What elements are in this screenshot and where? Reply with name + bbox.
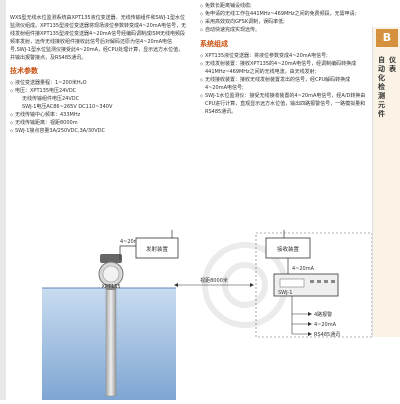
feature-item: 自动快速完成实现远传。 [200,26,368,34]
left-margin-strip [0,0,6,400]
left-column: WXS型无线水位监测系统由XPT135液位变送器、无线传输组件和SWJ-1型水位… [10,14,188,135]
monitor-label: SWJ-1 [278,290,292,296]
transmitter-label: 发射装置 [146,245,169,253]
system-item: 无线接收装置：接收无线发射装置发出的信号，经CPU解码转换成4~20mA电信号; [200,76,368,92]
tech-item: SWJ-1接点容量3A/250VDC,3A/30VDC [10,127,188,135]
right-column: 免数长距离铺设线缆;免申请的无线工作在441MHz~469MHz之间的免费频段，… [200,2,368,116]
tech-item: 无线传输中心频率：433MHz [10,111,188,119]
section-tab: B [376,29,398,47]
system-heading: 系统组成 [200,40,228,48]
feature-list: 免数长距离铺设线缆;免申请的无线工作在441MHz~469MHz之间的免费频段，… [200,2,368,34]
xpt135-sensor-icon [98,254,124,290]
receiver-antenna-icon [281,225,287,238]
output-rs485-label: RS485通讯 [314,331,340,338]
label-4-20-right: 4~20mA [292,266,315,272]
tech-item: 无线传输组件电压24VDC [22,96,80,102]
transmitter-box [135,237,179,259]
feature-item: 采用高效双向GFSK调制，误码率低; [200,18,368,26]
transmitter-antenna-icon [169,225,175,238]
swj1-monitor [273,273,339,297]
sensor-probe [105,281,117,397]
label-4-20-left: 4~20mA [120,239,143,245]
feature-item: 免数长距离铺设线缆; [200,2,368,10]
sensor-label: XPT135 [101,284,120,290]
tech-list: 液位变送器量程：1~200米H₂O电压：XPT135电压24VDC无线传输组件电… [10,79,188,135]
tech-item: 电压：XPT135电压24VDC [10,87,188,95]
distance-label: 视距8000米 [200,277,228,284]
system-diagram: XPT135 4~20mA 发射装置 接收装置 4~20mA [0,225,373,400]
output-alarm-label: 4路报警 [314,311,332,318]
sidebar [372,27,400,337]
tech-heading: 技术参数 [10,67,38,75]
sidebar-subtitle: 仪表 [389,56,396,73]
system-item: 无线发射装置：接收XPT135的4~20mA电信号，经调制编码转换成441MHz… [200,60,368,76]
output-analog-label: 4~20mA [314,322,337,328]
sidebar-title: 自动化检测元件 [378,56,385,118]
feature-item: 免申请的无线工作在441MHz~469MHz之间的免费频段，无需申请; [200,10,368,18]
system-item: XPT135液位变送器：将液位参数变成4~20mA电信号; [200,52,368,60]
system-item: SWJ-1水位监测仪：接受无线接收装置的4~20mA电信号，经A/D转换由CPU… [200,92,368,116]
intro-paragraph: WXS型无线水位监测系统由XPT135液位变送器、无线传输组件和SWJ-1型水位… [10,15,187,61]
tech-item: 液位变送器量程：1~200米H₂O [10,79,188,87]
tech-item: 无线传输距离：视距8000m [10,119,188,127]
tech-item: SWJ-1电压AC86~265V DC110~340V [22,104,113,110]
receiver-label: 接收装置 [277,245,300,253]
system-list: XPT135液位变送器：将液位参数变成4~20mA电信号;无线发射装置：接收XP… [200,52,368,116]
